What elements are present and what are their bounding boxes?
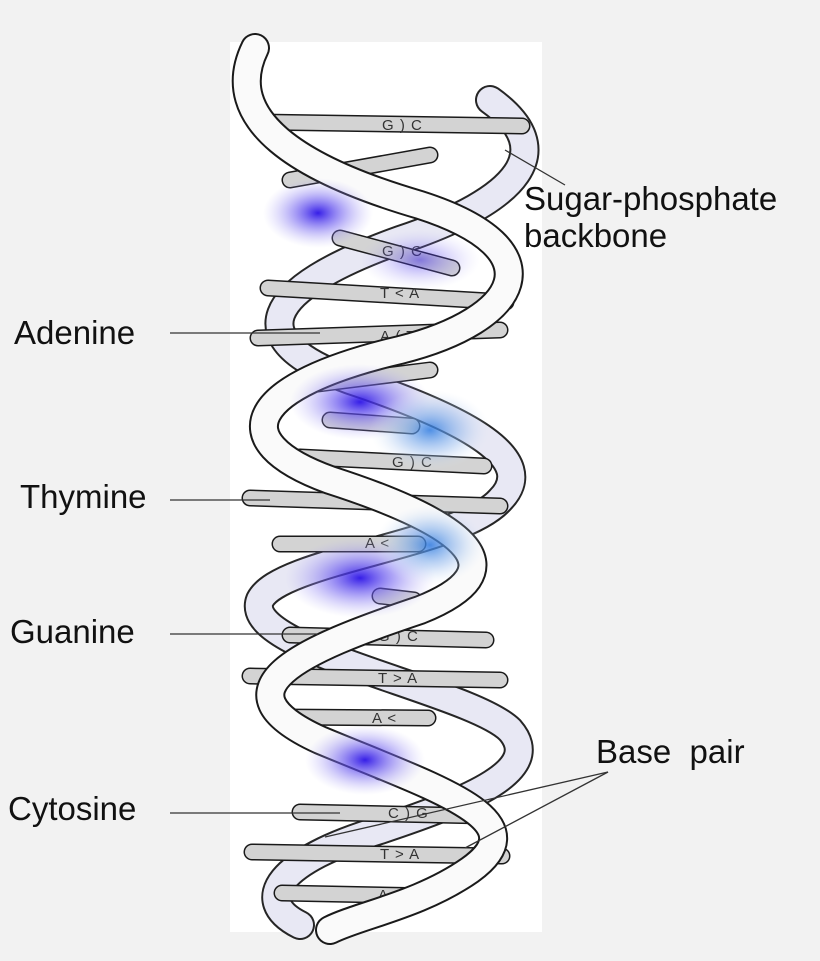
label-adenine: Adenine <box>14 314 135 351</box>
shading <box>263 178 490 795</box>
label-guanine: Guanine <box>10 613 135 650</box>
base-pair-label: C ) G <box>388 805 429 822</box>
label-base-pair: Base pair <box>596 733 745 770</box>
base-pair-rung <box>261 281 513 309</box>
base-pair-label: G ) C <box>382 117 423 134</box>
base-pair-label: T > A <box>380 846 420 863</box>
base-pair-label: A < <box>372 710 397 727</box>
label-cytosine: Cytosine <box>8 790 136 827</box>
label-backbone: backbone <box>524 217 667 254</box>
base-pair-rung <box>245 845 509 863</box>
label-sugar-phosphate: Sugar-phosphate <box>524 180 777 217</box>
leader-lines <box>170 149 609 849</box>
label-thymine: Thymine <box>20 478 147 515</box>
base-pair-label: T > A <box>378 670 418 687</box>
base-pair-rung <box>251 115 529 133</box>
